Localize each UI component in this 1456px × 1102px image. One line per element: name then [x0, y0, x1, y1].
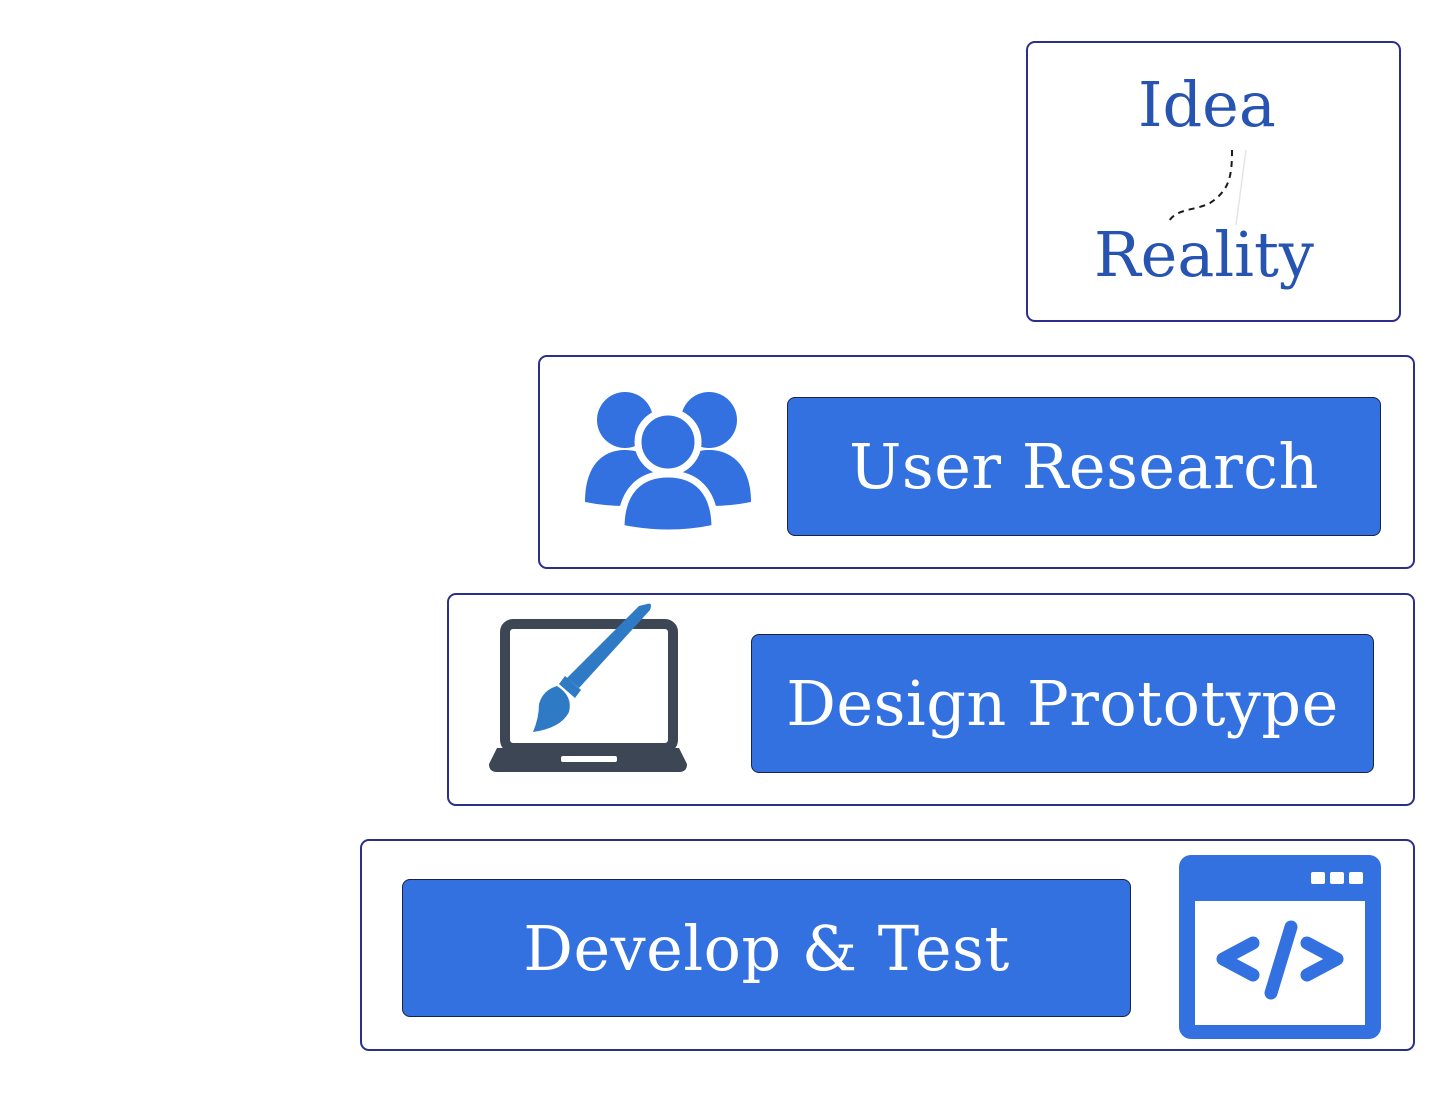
idea-label: Idea [1138, 68, 1276, 141]
reality-label: Reality [1094, 218, 1314, 291]
user-research-button[interactable]: User Research [787, 397, 1381, 536]
design-prototype-button[interactable]: Design Prototype [751, 634, 1374, 773]
develop-test-button[interactable]: Develop & Test [402, 879, 1131, 1017]
laptop-paintbrush-icon [487, 600, 689, 778]
dashed-connector-icon [1167, 149, 1247, 226]
idea-reality-box [1026, 41, 1401, 322]
users-group-icon [583, 390, 753, 532]
code-window-icon [1179, 855, 1381, 1039]
